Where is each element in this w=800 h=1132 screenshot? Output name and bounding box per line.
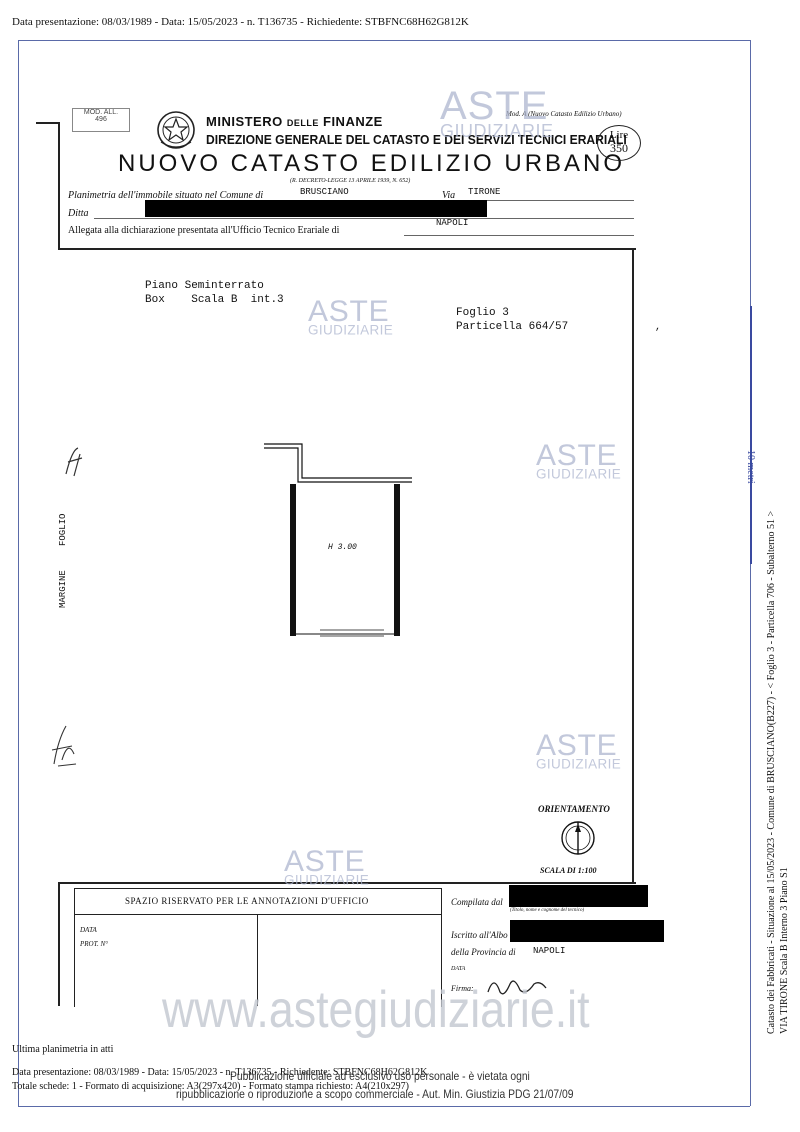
north-arrow-icon — [561, 821, 595, 855]
compilata-label: Compilata dal — [451, 897, 503, 907]
box-label: Box — [145, 294, 165, 306]
provincia-label: della Provincia di — [451, 947, 516, 957]
watermark-4: ASTE GIUDIZIARIE — [536, 730, 621, 771]
scale-label: SCALA DI 1:100 — [540, 866, 597, 875]
watermark-giudiziarie: GIUDIZIARIE — [308, 322, 394, 338]
form-footer-top — [58, 882, 636, 884]
tick-mark: , — [655, 322, 662, 333]
signature-icon — [487, 980, 547, 995]
watermark-aste: ASTE — [284, 844, 366, 878]
watermark-giudiziarie: GIUDIZIARIE — [536, 466, 622, 482]
frame-left — [18, 40, 19, 1106]
watermark-giudiziarie: GIUDIZIARIE — [284, 872, 370, 888]
watermark-giudiziarie: GIUDIZIARIE — [536, 756, 622, 772]
piano-label: Piano Seminterrato — [145, 280, 264, 292]
notice-line-2: ripubblicazione o riproduzione a scopo c… — [176, 1087, 574, 1101]
compilata-redacted — [509, 885, 648, 907]
particella-label: Particella 664/57 — [456, 321, 569, 333]
annotations-header-line — [74, 914, 441, 915]
ufficio-value: NAPOLI — [436, 218, 469, 228]
watermark-3: ASTE GIUDIZIARIE — [536, 440, 621, 481]
ministry-delle: DELLE — [286, 118, 319, 128]
margin-label: MARGINE — [58, 570, 68, 608]
watermark-aste: ASTE — [536, 438, 618, 472]
ministry-title: MINISTERO DELLE FINANZE — [206, 114, 383, 129]
form-header-bottom — [58, 248, 636, 250]
via-label: Via — [442, 190, 456, 201]
annotations-box — [74, 888, 442, 1007]
model-stamp-num: 496 — [95, 116, 107, 123]
height-label: H 3.00 — [328, 543, 357, 552]
watermark-giudiziarie: GIUDIZIARIE — [440, 121, 554, 141]
margin-foglio-label: FOGLIO — [58, 513, 68, 546]
watermark-1: ASTE GIUDIZIARIE — [440, 86, 554, 140]
ditta-redacted — [145, 200, 487, 217]
bottom-line-1: Data presentazione: 08/03/1989 - Data: 1… — [12, 1067, 428, 1078]
price-stamp: Lire 350 — [597, 125, 641, 161]
form-corner — [36, 122, 60, 124]
frame-right — [750, 40, 751, 1106]
planimetria-label: Planimetria dell'immobile situato nel Co… — [68, 190, 264, 201]
notice-line-1: Pubblicazione ufficiale ad esclusivo uso… — [230, 1069, 530, 1083]
interno-label: int.3 — [250, 294, 284, 306]
watermark-aste: ASTE — [440, 84, 549, 128]
price-value: 350 — [610, 141, 628, 155]
handwritten-signature-icon — [51, 725, 77, 767]
price-label: Lire — [609, 129, 629, 141]
side-line-2: VIA TIRONE Scala B Interno 3 Piano S1 — [779, 867, 790, 1034]
iscritto-redacted — [510, 920, 664, 942]
allegata-label: Allegata alla dichiarazione presentata a… — [68, 225, 340, 236]
document-title: NUOVO CATASTO EDILIZIO URBANO — [118, 150, 626, 177]
handwritten-initials-icon — [65, 447, 83, 477]
ultima-planimetria: Ultima planimetria in atti — [12, 1044, 114, 1055]
annotations-data-label: DATA — [80, 926, 97, 934]
ministry-finanze: FINANZE — [323, 114, 383, 129]
floor-plan-drawing — [264, 443, 412, 637]
ditta-label: Ditta — [68, 208, 89, 219]
model-stamp-top: MOD. ALL. — [83, 109, 119, 116]
bottom-line-2: Totale schede: 1 - Formato di acquisizio… — [12, 1081, 409, 1092]
direzione-title: DIREZIONE GENERALE DEL CATASTO E DEI SER… — [206, 132, 627, 147]
decree-note: (R. DECRETO-LEGGE 13 APRILE 1939, N. 652… — [290, 178, 411, 184]
ufficio-underline — [404, 235, 634, 236]
model-stamp: MOD. ALL. 496 — [72, 108, 130, 132]
provincia-value: NAPOLI — [533, 946, 566, 956]
watermark-aste: ASTE — [308, 294, 390, 328]
foglio-label: Foglio 3 — [456, 307, 509, 319]
watermark-site: www.astegiudiziarie.it — [162, 981, 590, 1039]
watermark-aste: ASTE — [536, 728, 618, 762]
watermark-2: ASTE GIUDIZIARIE — [308, 296, 393, 337]
scala-label: Scala B — [191, 294, 238, 306]
comune-value: BRUSCIANO — [300, 187, 349, 197]
unit-line: Box Scala B int.3 — [145, 294, 284, 306]
annotations-title: SPAZIO RISERVATO PER LE ANNOTAZIONI D'UF… — [125, 896, 369, 906]
footer-data-label: DATA — [451, 966, 466, 972]
mod-label: Mod. A (Nuovo Catasto Edilizio Urbano) — [506, 110, 622, 118]
iscritto-label: Iscritto all'Albo de — [451, 930, 519, 940]
annotations-prot-label: PROT. N° — [80, 940, 108, 948]
frame-top — [18, 40, 750, 41]
compilata-note: (Titolo, nome e cognome del tecnico) — [510, 908, 585, 913]
ministry-word: MINISTERO — [206, 114, 283, 129]
republic-emblem-icon — [157, 111, 195, 149]
watermark-5: ASTE GIUDIZIARIE — [284, 846, 369, 887]
via-value: TIRONE — [468, 187, 501, 197]
via-underline — [462, 200, 634, 201]
annotations-divider — [257, 915, 258, 1006]
frame-bottom — [18, 1106, 750, 1107]
form-right — [632, 248, 634, 884]
ruler-line — [750, 306, 752, 564]
ditta-underline — [94, 218, 634, 219]
header-line: Data presentazione: 08/03/1989 - Data: 1… — [12, 16, 469, 28]
orientamento-label: ORIENTAMENTO — [538, 804, 610, 814]
firma-label: Firma: — [451, 984, 474, 993]
form-left-bottom — [58, 882, 60, 1006]
side-line-1: Catasto dei Fabbricati - Situazione al 1… — [766, 510, 777, 1034]
form-left-top — [58, 122, 60, 250]
